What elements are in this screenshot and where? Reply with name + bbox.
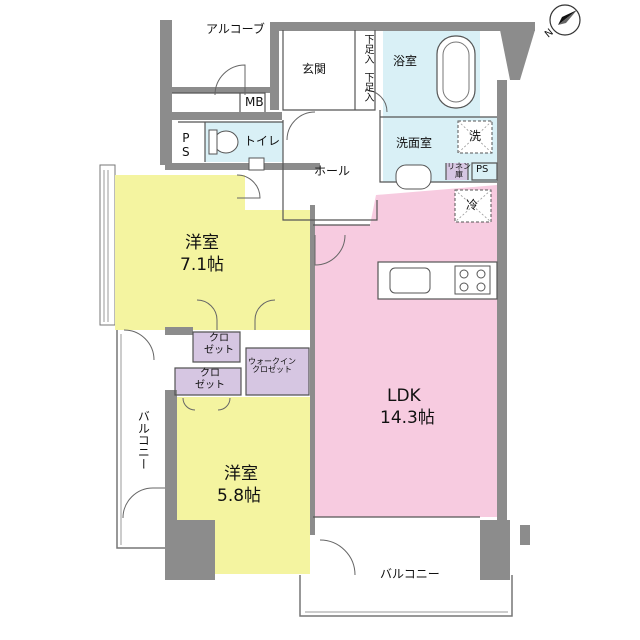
compass-icon <box>549 4 581 36</box>
hall-label: ホール <box>314 164 351 178</box>
ps-right-label: PS <box>476 164 489 175</box>
bottom-balcony-label: バルコニー <box>380 567 440 581</box>
washroom-label: 洗面室 <box>396 136 433 150</box>
bathtub-icon <box>436 35 476 109</box>
western-room-2-size: 5.8帖 <box>217 486 262 506</box>
fridge-label: 冷 <box>466 198 479 212</box>
door-swings <box>122 64 388 576</box>
walkin-closet-label: ウォークイン クロゼット <box>248 357 296 375</box>
shoe-cabinet-1-label: 下足入 <box>362 34 373 64</box>
ldk-size: 14.3帖 <box>380 408 435 428</box>
kitchen-sink-icon <box>389 267 431 294</box>
bottom-balcony-outline <box>299 575 513 617</box>
ldk-name: LDK <box>387 386 421 406</box>
western-room-1-size: 7.1帖 <box>180 255 225 275</box>
walls <box>160 20 535 580</box>
walkin-closet-fill <box>246 348 309 395</box>
ldk-fill <box>313 185 497 517</box>
toilet-bowl-icon <box>213 130 239 154</box>
ps-top-label: P S <box>182 131 190 160</box>
washer-label: 洗 <box>469 129 482 143</box>
alcove-label: アルコーブ <box>206 22 265 36</box>
mb-label: MB <box>245 95 264 109</box>
interior-lines <box>172 30 498 518</box>
toilet-label: トイレ <box>244 134 281 148</box>
fridge-cross-icon <box>454 189 492 223</box>
genkan-label: 玄関 <box>302 62 327 76</box>
stove-icon <box>454 265 491 295</box>
western-room-1-name: 洋室 <box>185 233 219 253</box>
western-room-1-fill <box>115 175 310 330</box>
washing-machine-icon <box>457 120 493 154</box>
closet-2-fill <box>175 368 241 395</box>
closet-2-label: クロ ゼット <box>195 368 225 391</box>
side-balcony-label: バルコニー <box>136 410 151 470</box>
western-room-2-name: 洋室 <box>224 464 258 484</box>
bath-label: 浴室 <box>393 54 418 68</box>
closet-1-fill <box>193 332 240 362</box>
vanity-sink-icon <box>395 164 432 190</box>
toilet-tank-icon <box>208 129 218 155</box>
linen-label: リネン 庫 <box>447 162 471 180</box>
stove-burners-icon <box>459 269 486 292</box>
side-balcony-outline <box>116 330 165 549</box>
toilet-sink-icon <box>248 157 265 171</box>
shoe-cabinet-2-label: 下足入 <box>362 72 373 102</box>
closet-1-label: クロ ゼット <box>204 333 234 356</box>
linen-fill <box>446 163 468 180</box>
bathtub-inner-icon <box>442 41 470 103</box>
